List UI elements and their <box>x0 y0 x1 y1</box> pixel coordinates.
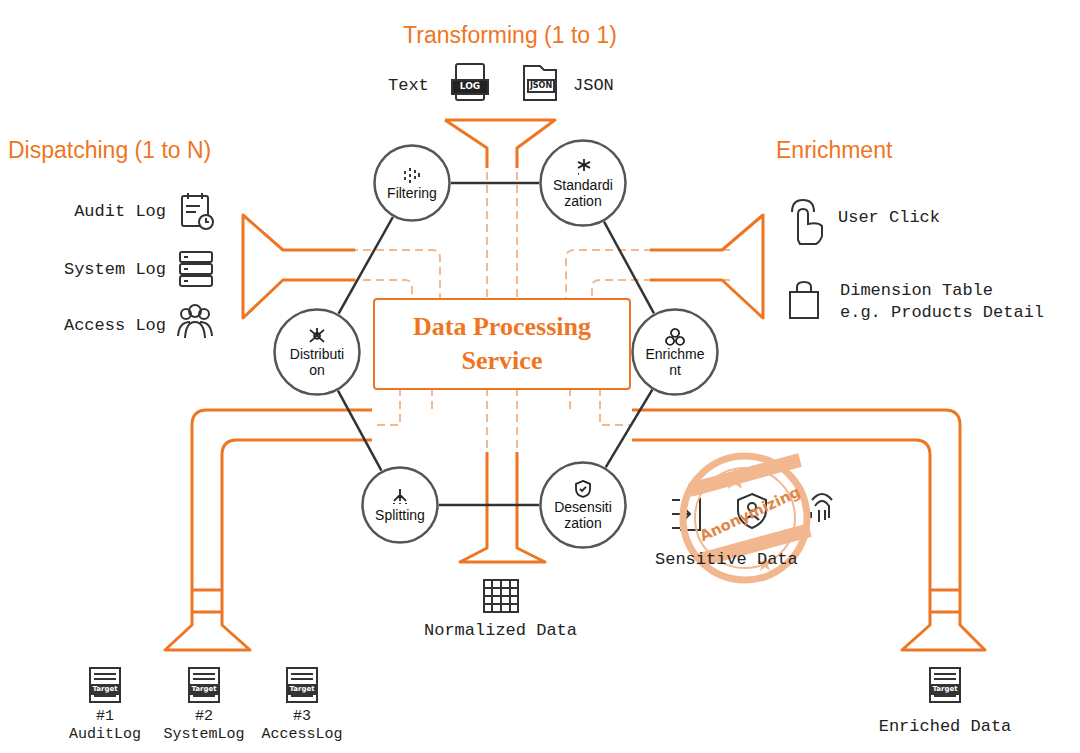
process-circle: Splitting <box>361 466 439 544</box>
source-label: Dimension Table <box>840 281 993 300</box>
node-text: Distribution <box>286 346 348 378</box>
data-label: Normalized Data <box>424 621 577 640</box>
node-text: Data Processing Service <box>387 310 617 378</box>
process-circle: Enrichment <box>631 308 719 396</box>
target-icons <box>90 668 960 702</box>
process-circle: Filtering <box>373 144 451 222</box>
icon-text: Target <box>932 685 957 693</box>
circle-content: Desensitization <box>552 479 614 531</box>
circle-content: Splitting <box>369 487 431 523</box>
hexagon-connector <box>338 391 381 471</box>
node-icon <box>307 326 327 346</box>
node-text: Enrichment <box>644 346 706 378</box>
icon-text: Target <box>191 685 216 693</box>
log-label: Audit Log <box>74 202 166 221</box>
node-icon <box>665 326 685 346</box>
section-heading: Enrichment <box>776 137 892 164</box>
icon-text: Target <box>92 685 117 693</box>
process-circle: Desensitization <box>539 461 627 549</box>
icon-text: JSON <box>530 81 552 90</box>
hexagon-connector <box>439 504 539 507</box>
process-circle: Distribution <box>273 308 361 396</box>
node-text: Splitting <box>369 507 431 523</box>
format-label: JSON <box>573 76 614 95</box>
circle-content: Enrichment <box>644 326 706 378</box>
section-heading: Transforming (1 to 1) <box>403 22 617 49</box>
target-label: #1 AuditLog <box>63 708 147 744</box>
icons <box>178 64 832 612</box>
node-text: Standardization <box>552 177 614 209</box>
process-circle: Standardization <box>539 139 627 227</box>
node-icon <box>402 165 422 185</box>
hexagon-connector <box>606 390 653 468</box>
log-label: System Log <box>64 260 166 279</box>
data-label: Enriched Data <box>879 717 1012 736</box>
target-label: #2 SystemLog <box>162 708 246 744</box>
log-label: Access Log <box>64 316 166 335</box>
pipe <box>165 120 985 650</box>
section-heading: Dispatching (1 to N) <box>8 137 211 164</box>
format-label: Text <box>388 76 429 95</box>
circle-content: Standardization <box>552 157 614 209</box>
hexagon-connector <box>451 182 539 185</box>
node-text: Filtering <box>381 185 443 201</box>
circle-outline <box>361 466 439 544</box>
source-label: e.g. Products Detail <box>840 303 1044 322</box>
node-icon <box>573 157 593 177</box>
data-label: Sensitive Data <box>655 550 798 569</box>
node-icon <box>573 479 593 499</box>
circle-content: Distribution <box>286 326 348 378</box>
circle-content: Filtering <box>381 165 443 201</box>
node-text: Desensitization <box>552 499 614 531</box>
watermark: Anonymizing <box>697 483 803 545</box>
icon-text: Target <box>289 685 314 693</box>
node-icon <box>390 487 410 507</box>
target-label: #3 AccessLog <box>260 708 344 744</box>
service-box: Data Processing Service <box>373 298 631 390</box>
source-label: User Click <box>838 208 940 227</box>
icon-text: LOG <box>460 81 480 91</box>
circle-outline <box>373 144 451 222</box>
